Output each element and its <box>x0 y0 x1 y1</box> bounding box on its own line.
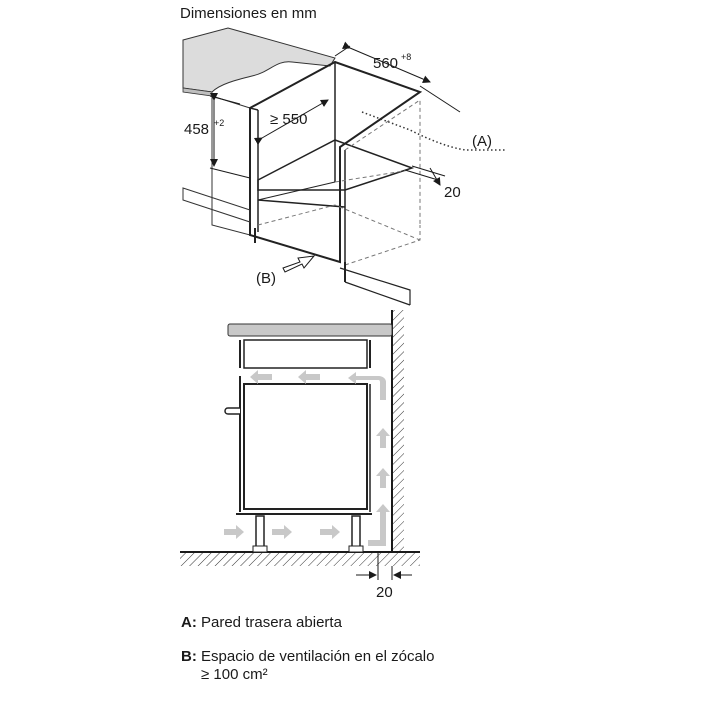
cabinet-base <box>182 187 251 223</box>
leg-right <box>351 515 361 549</box>
dimension-gap-bottom <box>356 552 412 580</box>
dimension-width <box>334 41 461 113</box>
legend-b: B: Espacio de ventilación en el zócalo ≥… <box>181 648 434 684</box>
dimension-height-value: 458 <box>184 121 209 138</box>
marker-a: (A) <box>472 133 492 150</box>
floor-hatch <box>180 552 420 566</box>
dimension-height <box>209 93 251 179</box>
cabinet-shelf <box>257 139 415 191</box>
legend-a-key: A: <box>181 614 197 631</box>
section-upper-panel <box>243 339 368 369</box>
legend-a: A: Pared trasera abierta <box>181 614 342 632</box>
dimension-gap-top <box>404 165 446 186</box>
isometric-view: 560 +8 458 +2 ≥ 550 (A) 20 (B) <box>182 27 505 306</box>
legend-a-text: Pared trasera abierta <box>201 614 342 631</box>
marker-b: (B) <box>256 270 276 287</box>
wall-hatch <box>392 310 404 552</box>
legend-b-key: B: <box>181 648 197 665</box>
dimension-gap-bottom-value: 20 <box>376 584 393 601</box>
dimension-width-value: 560 <box>373 55 398 72</box>
dimension-height-tolerance: +2 <box>214 118 224 128</box>
section-worktop <box>227 323 393 337</box>
airflow-arrows <box>224 370 390 546</box>
dimension-depth <box>253 99 329 145</box>
countertop <box>182 27 336 93</box>
leg-left <box>255 515 265 549</box>
legend-b-text-line2: ≥ 100 cm² <box>201 666 268 683</box>
section-appliance <box>243 383 368 510</box>
section-view: 20 <box>180 310 420 601</box>
dimension-depth-value: ≥ 550 <box>270 111 307 128</box>
dimension-gap-top-value: 20 <box>444 184 461 201</box>
ventilation-arrow-b <box>282 255 316 273</box>
diagram-title: Dimensiones en mm <box>180 5 317 22</box>
dimension-width-tolerance: +8 <box>401 52 411 62</box>
legend-b-text-line1: Espacio de ventilación en el zócalo <box>201 648 435 665</box>
appliance-handle <box>224 407 240 415</box>
cabinet-left-panel <box>211 95 251 236</box>
